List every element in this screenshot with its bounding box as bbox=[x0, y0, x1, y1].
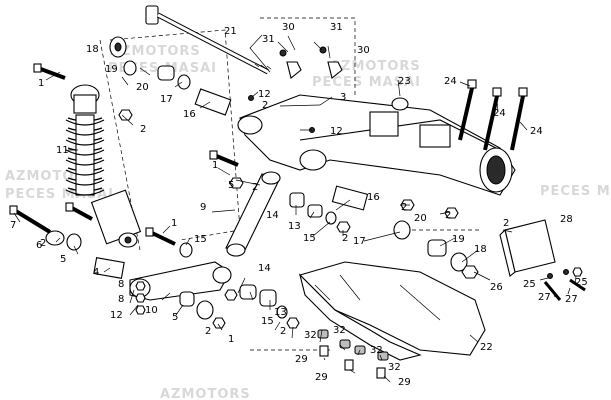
part-callout: 17 bbox=[353, 236, 366, 247]
part-callout: 1 bbox=[228, 334, 234, 345]
part-callout: 5 bbox=[172, 312, 178, 323]
part-callout: 4 bbox=[93, 267, 99, 278]
part-callout: 30 bbox=[282, 22, 295, 33]
watermark-text: AZMOTORS bbox=[160, 387, 251, 400]
watermark-text: PECES MASAI bbox=[540, 184, 611, 199]
watermark-text: PECES MASAI bbox=[312, 75, 421, 90]
swing-arm bbox=[237, 94, 516, 196]
part-callout: 15 bbox=[303, 233, 316, 244]
small-parts bbox=[45, 36, 586, 379]
part-callout: 27 bbox=[538, 292, 551, 303]
part-callout: 18 bbox=[86, 44, 99, 55]
part-callout: 25 bbox=[523, 279, 536, 290]
part-callout: 22 bbox=[480, 342, 493, 353]
part-callout: 2 bbox=[401, 202, 407, 213]
part-callout: 20 bbox=[136, 82, 149, 93]
guard-plate bbox=[499, 219, 556, 277]
part-callout: 29 bbox=[295, 354, 308, 365]
part-callout: 17 bbox=[160, 94, 173, 105]
part-callout: 1 bbox=[171, 218, 177, 229]
part-callout: 21 bbox=[224, 26, 237, 37]
part-callout: 29 bbox=[315, 372, 328, 383]
part-callout: 24 bbox=[444, 76, 457, 87]
part-callout: 5 bbox=[228, 180, 234, 191]
chain-guard bbox=[298, 261, 486, 361]
part-callout: 19 bbox=[452, 234, 465, 245]
part-callout: 7 bbox=[10, 220, 16, 231]
part-callout: 14 bbox=[258, 263, 271, 274]
part-callout: 2 bbox=[205, 326, 211, 337]
part-callout: 12 bbox=[330, 126, 343, 137]
part-callout: 8 bbox=[118, 294, 124, 305]
part-callout: 2 bbox=[40, 238, 46, 249]
part-callout: 1 bbox=[38, 78, 44, 89]
part-callout: 19 bbox=[105, 64, 118, 75]
rocker-link bbox=[225, 171, 281, 257]
callout-labels: 1 1 1 1 2 2 2 2 2 2 2 2 2 2 3 4 5 5 5 6 … bbox=[10, 22, 588, 388]
part-callout: 32 bbox=[388, 362, 401, 373]
part-callout: 2 bbox=[342, 233, 348, 244]
part-callout: 16 bbox=[367, 192, 380, 203]
part-callout: 27 bbox=[565, 294, 578, 305]
shock-absorber bbox=[65, 84, 142, 248]
part-callout: 31 bbox=[262, 34, 275, 45]
watermark-text: AZMOTORS bbox=[110, 44, 201, 59]
part-callout: 5 bbox=[60, 254, 66, 265]
part-callout: 1 bbox=[212, 160, 218, 171]
part-callout: 20 bbox=[414, 213, 427, 224]
part-callout: 2 bbox=[445, 210, 451, 221]
part-callout: 32 bbox=[333, 325, 346, 336]
part-callout: 28 bbox=[560, 214, 573, 225]
part-callout: 11 bbox=[56, 145, 69, 156]
part-callout: 9 bbox=[200, 202, 206, 213]
part-callout: 6 bbox=[36, 240, 42, 251]
part-callout: 12 bbox=[110, 310, 123, 321]
part-callout: 14 bbox=[266, 210, 279, 221]
part-callout: 30 bbox=[357, 45, 370, 56]
part-callout: 23 bbox=[398, 76, 411, 87]
part-callout: 2 bbox=[280, 326, 286, 337]
part-callout: 18 bbox=[474, 244, 487, 255]
part-callout: 2 bbox=[252, 182, 258, 193]
watermark-text: AZMOTORS bbox=[330, 59, 421, 74]
part-callout: 26 bbox=[490, 282, 503, 293]
bolt-group-24 bbox=[458, 79, 528, 151]
part-callout: 13 bbox=[288, 221, 301, 232]
part-callout: 31 bbox=[330, 22, 343, 33]
bolt-group-1 bbox=[9, 63, 239, 246]
part-callout: 32 bbox=[370, 345, 383, 356]
part-callout: 12 bbox=[258, 89, 271, 100]
part-callout: 29 bbox=[398, 377, 411, 388]
part-callout: 10 bbox=[145, 305, 158, 316]
part-callout: 2 bbox=[140, 124, 146, 135]
part-callout: 13 bbox=[274, 307, 287, 318]
part-callout: 2 bbox=[503, 218, 509, 229]
part-callout: 3 bbox=[340, 92, 346, 103]
part-callout: 2 bbox=[262, 100, 268, 111]
part-callout: 15 bbox=[194, 234, 207, 245]
part-callout: 15 bbox=[261, 316, 274, 327]
part-callout: 25 bbox=[575, 277, 588, 288]
part-callout: 24 bbox=[493, 108, 506, 119]
leader-lines bbox=[13, 34, 577, 383]
part-callout: 24 bbox=[530, 126, 543, 137]
part-callout: 8 bbox=[118, 279, 124, 290]
part-callout: 16 bbox=[183, 109, 196, 120]
axle-bolt bbox=[145, 5, 272, 75]
part-callout: 32 bbox=[304, 330, 317, 341]
